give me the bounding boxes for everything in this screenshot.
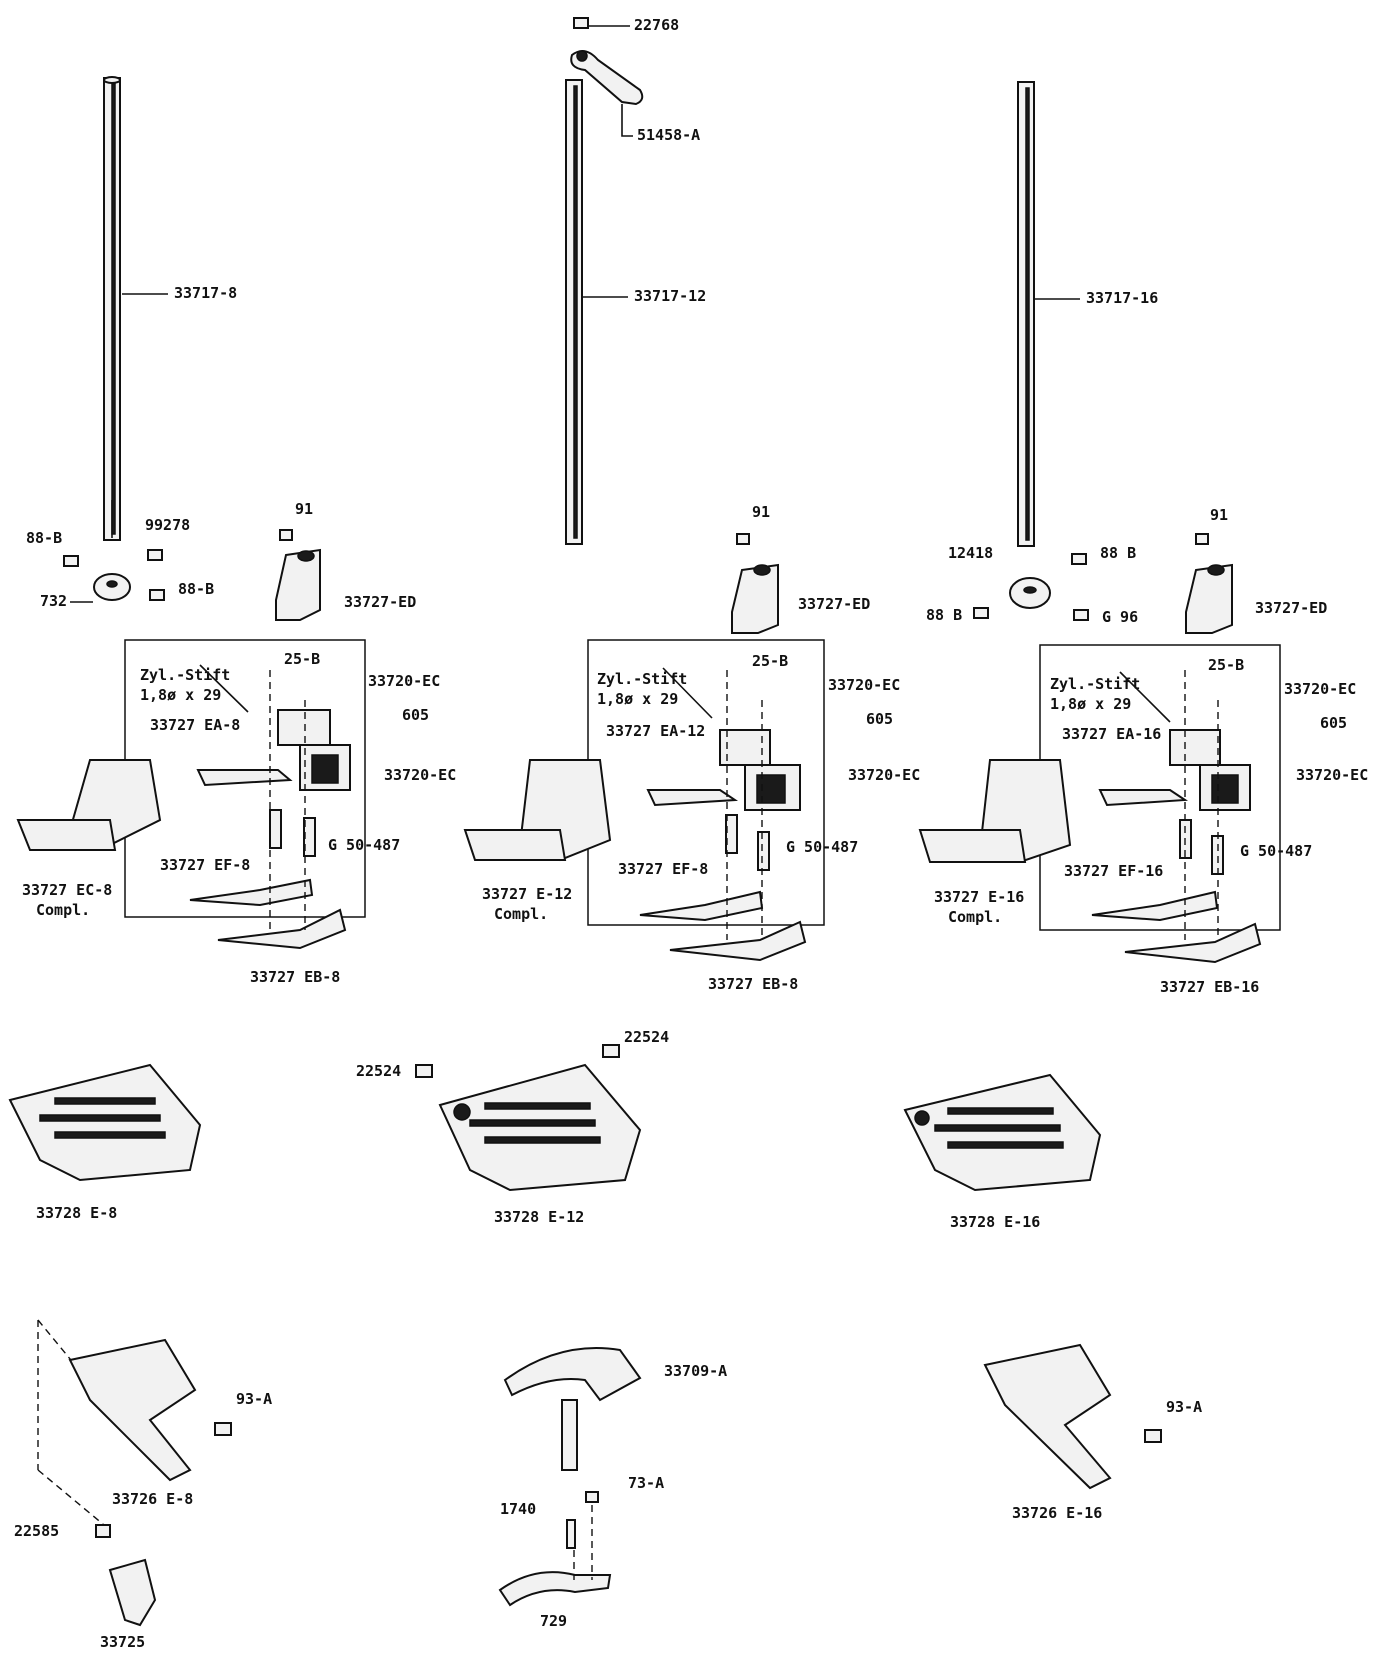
label-b1-zyl-dim: 1,8ø x 29	[140, 686, 222, 704]
label-b3-ec-bot: 33720-EC	[1296, 766, 1369, 784]
label-b3-25b: 25-B	[1208, 656, 1245, 674]
label-b1-compl: Compl.	[36, 901, 91, 919]
foot-eb	[217, 908, 347, 950]
label-b3-88b-b: 88 B	[926, 606, 963, 624]
label-b3-ec-top: 33720-EC	[1284, 680, 1357, 698]
label-b3-compl: Compl.	[948, 908, 1003, 926]
assembly-16	[918, 533, 1281, 964]
label-knife-screw: 73-A	[628, 1474, 665, 1492]
label-knife: 33709-A	[664, 1362, 728, 1380]
label-b1-605: 605	[402, 706, 430, 724]
label-b1-ec-bot: 33720-EC	[384, 766, 457, 784]
label-b2-compl-code: 33727 E-12	[482, 885, 573, 903]
label-b2-zyl-dim: 1,8ø x 29	[597, 690, 679, 708]
throat-plate-8	[8, 1063, 202, 1182]
throat-plate-16	[903, 1073, 1102, 1192]
label-b3-g96: G 96	[1102, 608, 1139, 626]
label-b3-88b-a: 88 B	[1100, 544, 1137, 562]
label-b1-91: 91	[295, 500, 314, 518]
label-b1-ef: 33727 EF-8	[160, 856, 251, 874]
label-b3-zyl: Zyl.-Stift	[1050, 675, 1141, 693]
label-plate-12: 33728 E-12	[494, 1208, 585, 1226]
label-b3-91: 91	[1210, 506, 1229, 524]
label-feed-8-foot: 33725	[100, 1633, 146, 1651]
label-b2-91: 91	[752, 503, 771, 521]
label-b1-ec-top: 33720-EC	[368, 672, 441, 690]
label-b3-605: 605	[1320, 714, 1348, 732]
label-b1-88b-b: 88-B	[178, 580, 215, 598]
spring-729	[498, 1571, 612, 1607]
label-plate-screw-a: 22524	[356, 1062, 402, 1080]
assembly-8	[16, 529, 366, 950]
label-b2-ef: 33727 EF-8	[618, 860, 709, 878]
feed-dogs	[37, 1319, 1162, 1627]
rod-8-drawing	[103, 76, 168, 541]
label-feed-8-screw2: 22585	[14, 1522, 60, 1540]
label-feed-8-screw: 93-A	[236, 1390, 273, 1408]
screw-top	[573, 17, 589, 29]
label-plate-8: 33728 E-8	[36, 1204, 118, 1222]
label-b1-ea: 33727 EA-8	[150, 716, 241, 734]
label-rod-12: 33717-12	[634, 287, 707, 305]
label-b3-zyl-dim: 1,8ø x 29	[1050, 695, 1132, 713]
label-feed-16-screw: 93-A	[1166, 1398, 1203, 1416]
throat-plate-12	[438, 1063, 642, 1192]
label-b1-eb: 33727 EB-8	[250, 968, 341, 986]
rod-16-drawing	[1017, 81, 1080, 547]
label-b2-compl: Compl.	[494, 905, 549, 923]
label-b3-eb: 33727 EB-16	[1160, 978, 1260, 996]
label-b2-ea: 33727 EA-12	[606, 722, 706, 740]
label-b2-g50: G 50-487	[786, 838, 859, 856]
lever-top	[570, 50, 644, 106]
label-b2-eb: 33727 EB-8	[708, 975, 799, 993]
throat-plates	[8, 1044, 1102, 1192]
label-b2-ec-bot: 33720-EC	[848, 766, 921, 784]
bracket-ed	[275, 548, 321, 621]
label-feed-8: 33726 E-8	[112, 1490, 194, 1508]
label-b3-compl-code: 33727 E-16	[934, 888, 1025, 906]
foot-33725	[108, 1558, 157, 1627]
assembly-12	[463, 533, 825, 962]
bracket-ed-12	[731, 563, 779, 634]
label-b1-compl-code: 33727 EC-8	[22, 881, 113, 899]
foot-ef	[189, 878, 314, 907]
label-b2-25b: 25-B	[752, 652, 789, 670]
label-b2-ed: 33727-ED	[798, 595, 871, 613]
label-rod-16: 33717-16	[1086, 289, 1159, 307]
label-b3-g50: G 50-487	[1240, 842, 1313, 860]
label-b1-ed: 33727-ED	[344, 593, 417, 611]
label-b1-zyl: Zyl.-Stift	[140, 666, 231, 684]
label-plate-16: 33728 E-16	[950, 1213, 1041, 1231]
feed-dog-8	[68, 1338, 197, 1482]
label-b2-zyl: Zyl.-Stift	[597, 670, 688, 688]
feed-dog-16	[983, 1343, 1112, 1490]
label-b2-605: 605	[866, 710, 894, 728]
label-b1-25b: 25-B	[284, 650, 321, 668]
label-b1-732: 732	[40, 592, 68, 610]
label-rod-8: 33717-8	[174, 284, 238, 302]
label-b3-12418: 12418	[948, 544, 994, 562]
label-b1-88b-a: 88-B	[26, 529, 63, 547]
label-feed-16: 33726 E-16	[1012, 1504, 1103, 1522]
label-lever-top: 51458-A	[637, 126, 701, 144]
label-b1-99278: 99278	[145, 516, 191, 534]
holder-ea	[277, 709, 331, 746]
knife-33709	[503, 1347, 642, 1402]
label-plate-screw-b: 22524	[624, 1028, 670, 1046]
label-b3-ea: 33727 EA-16	[1062, 725, 1162, 743]
label-b1-g50: G 50-487	[328, 836, 401, 854]
label-b2-ec-top: 33720-EC	[828, 676, 901, 694]
label-knife-spring: 729	[540, 1612, 568, 1630]
rod-12-drawing	[565, 17, 644, 545]
label-b3-ef: 33727 EF-16	[1064, 862, 1164, 880]
label-knife-pin: 1740	[500, 1500, 537, 1518]
label-screw-top: 22768	[634, 16, 680, 34]
label-b3-ed: 33727-ED	[1255, 599, 1328, 617]
